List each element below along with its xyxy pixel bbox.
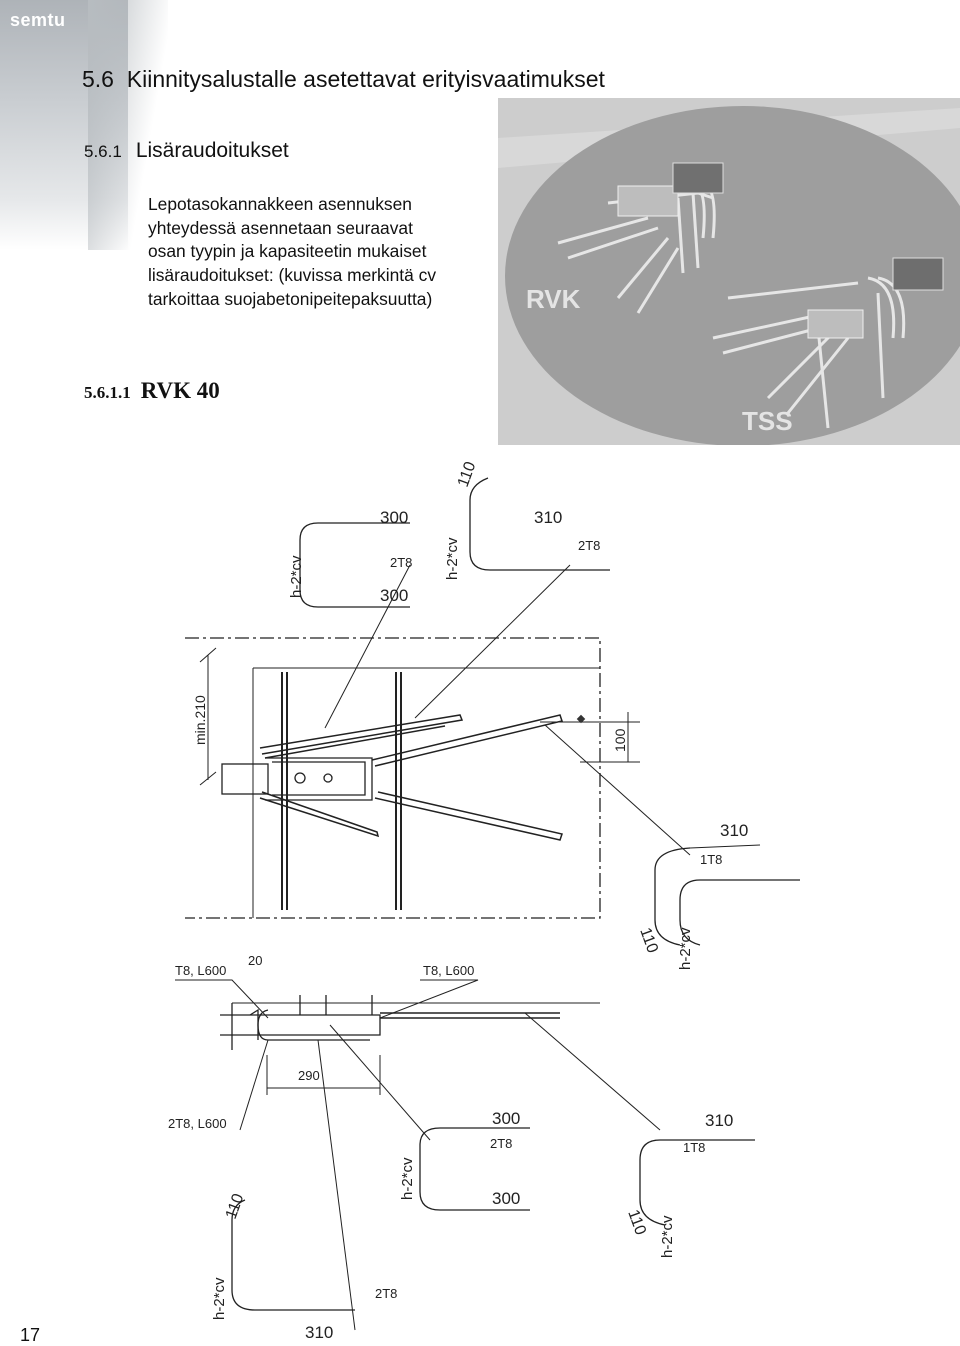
section-heading: 5.6 Kiinnitysalustalle asetettavat erity… bbox=[82, 66, 605, 93]
intro-line: yhteydessä asennetaan seuraavat bbox=[148, 217, 413, 238]
dim-label: 300 bbox=[492, 1109, 520, 1128]
dim-label: 300 bbox=[492, 1189, 520, 1208]
intro-line: tarkoittaa suojabetonipeitepaksuutta) bbox=[148, 288, 433, 309]
photo-label-tss: TSS bbox=[742, 406, 793, 436]
bottom-stirrup-shape bbox=[419, 1127, 530, 1211]
dim-label: 100 bbox=[612, 728, 628, 752]
dim-label: h-2*cv bbox=[677, 927, 694, 970]
section-title: Kiinnitysalustalle asetettavat erityisva… bbox=[126, 66, 605, 92]
dim-label: h-2*cv bbox=[444, 537, 461, 580]
dim-label: 110 bbox=[223, 1191, 248, 1221]
subsubsection-heading: 5.6.1.1 RVK 40 bbox=[84, 378, 220, 404]
bar-label: 2T8, L600 bbox=[168, 1116, 227, 1131]
bottom-left-hook-shape bbox=[231, 1199, 355, 1311]
dim-label: 20 bbox=[248, 953, 262, 968]
right-hook-bottom-shape bbox=[679, 879, 800, 946]
dim-label: 310 bbox=[720, 821, 748, 840]
bottom-right-hook-shape bbox=[639, 1139, 755, 1226]
bar-label: T8, L600 bbox=[423, 963, 474, 978]
subsection-number: 5.6.1 bbox=[84, 142, 122, 161]
product-photo: RVK TSS bbox=[498, 98, 960, 445]
page-number: 17 bbox=[20, 1325, 41, 1345]
dim-label: 290 bbox=[298, 1068, 320, 1083]
bar-label: 1T8 bbox=[683, 1140, 705, 1155]
plan-outline bbox=[185, 637, 601, 919]
subsection-heading: 5.6.1 Lisäraudoitukset bbox=[84, 139, 289, 163]
dim-label: 300 bbox=[380, 586, 408, 605]
dim-label: min.210 bbox=[192, 695, 208, 745]
intro-line: lisäraudoitukset: (kuvissa merkintä cv bbox=[148, 265, 437, 286]
subsubsection-number: 5.6.1.1 bbox=[84, 383, 131, 402]
intro-line: osan tyypin ja kapasiteetin mukaiset bbox=[148, 241, 427, 262]
top-stirrup-shape bbox=[299, 522, 410, 608]
dim-label: h-2*cv bbox=[659, 1215, 676, 1258]
subsection-title: Lisäraudoitukset bbox=[135, 139, 289, 162]
bar-label: 2T8 bbox=[390, 555, 412, 570]
dim-label: h-2*cv bbox=[399, 1157, 416, 1200]
bar-label: 2T8 bbox=[490, 1136, 512, 1151]
photo-label-rvk: RVK bbox=[526, 284, 581, 314]
bar-label: 2T8 bbox=[578, 538, 600, 553]
dim-label: h-2*cv bbox=[211, 1277, 228, 1320]
dim-label: 310 bbox=[534, 508, 562, 527]
bar-label: 2T8 bbox=[375, 1286, 397, 1301]
bar-label: T8, L600 bbox=[175, 963, 226, 978]
dim-label: 300 bbox=[380, 508, 408, 527]
dim-label: h-2*cv bbox=[288, 555, 305, 598]
dim-label: 110 bbox=[624, 1208, 649, 1238]
right-hook-top-shape bbox=[654, 847, 691, 946]
intro-paragraph: Lepotasokannakkeen asennuksen yhteydessä… bbox=[148, 193, 436, 312]
intro-line: Lepotasokannakkeen asennuksen bbox=[148, 194, 412, 214]
brand-band bbox=[0, 0, 168, 250]
dim-label: 310 bbox=[305, 1323, 333, 1342]
top-hook-shape bbox=[469, 477, 610, 571]
dim-label: 310 bbox=[705, 1111, 733, 1130]
subsubsection-title: RVK 40 bbox=[140, 378, 220, 403]
reinforcement-drawing: 300 2T8 300 h-2*cv 110 h-2*cv 310 2T8 mi… bbox=[168, 459, 800, 1342]
section-number: 5.6 bbox=[82, 66, 114, 92]
semtu-logo: semtu bbox=[10, 10, 66, 30]
bar-label: 1T8 bbox=[700, 852, 722, 867]
